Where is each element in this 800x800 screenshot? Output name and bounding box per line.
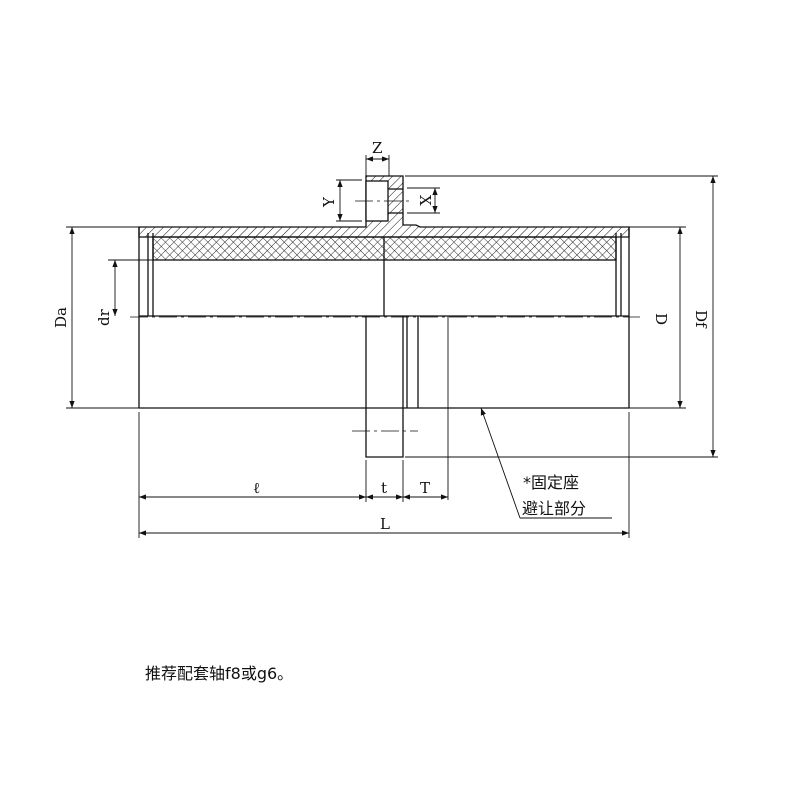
dim-label-l: ℓ bbox=[253, 479, 260, 497]
dim-label-x: X bbox=[416, 195, 434, 206]
dim-label-L: L bbox=[380, 515, 390, 533]
dim-label-z: Z bbox=[372, 139, 382, 157]
shaft-tolerance-note: 推荐配套轴f8或g6。 bbox=[145, 664, 294, 683]
dim-label-t: t bbox=[381, 479, 387, 497]
dim-label-y: Y bbox=[320, 196, 338, 208]
coupling-body bbox=[138, 175, 630, 500]
mounting-plate bbox=[365, 316, 404, 458]
dim-label-T: T bbox=[420, 479, 430, 497]
dimension-lines bbox=[66, 155, 718, 538]
dim-label-df: Df bbox=[692, 310, 710, 329]
dim-label-dr: dr bbox=[95, 308, 113, 326]
dim-label-d: D bbox=[652, 313, 670, 325]
dim-label-da: Da bbox=[52, 307, 70, 328]
annotation-line2: 避让部分 bbox=[522, 499, 586, 518]
annotation-line1: *固定座 bbox=[523, 473, 579, 492]
